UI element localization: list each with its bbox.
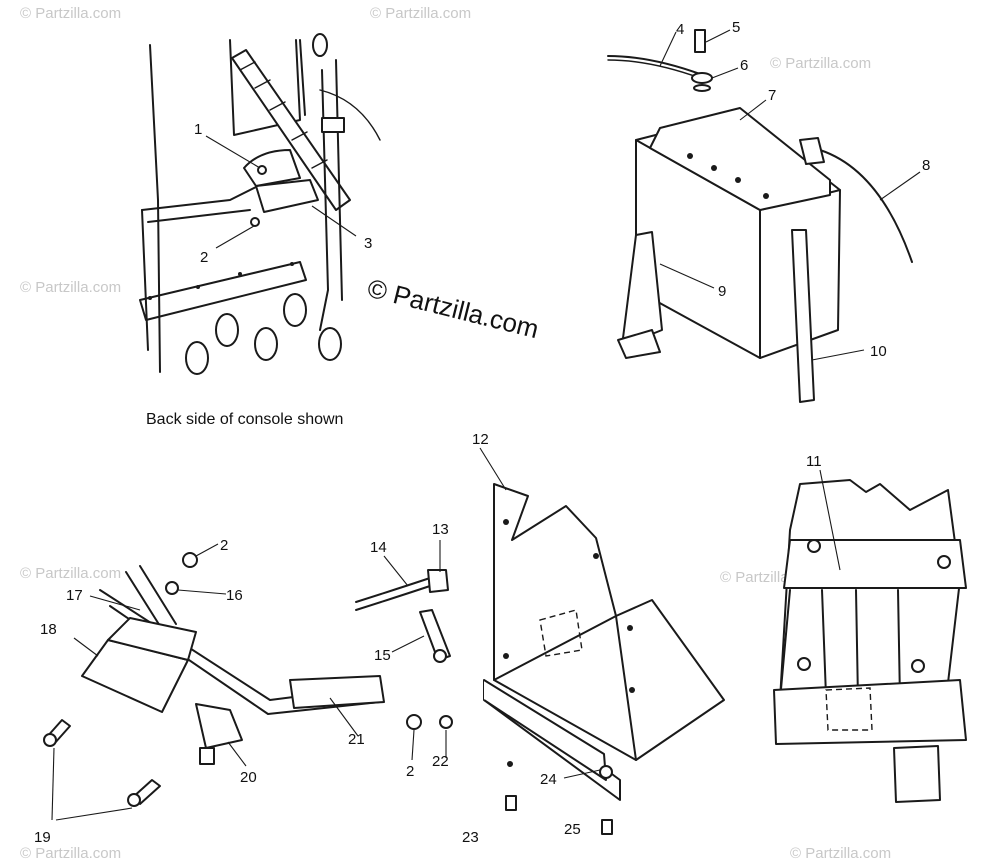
watermark-faint: © Partzilla.com xyxy=(20,565,121,582)
callout-20: 20 xyxy=(240,769,257,786)
callout-2: 2 xyxy=(220,537,228,554)
callout-7: 7 xyxy=(768,87,776,104)
callout-14: 14 xyxy=(370,539,387,556)
callout-6: 6 xyxy=(740,57,748,74)
watermark-faint: © Partzilla.com xyxy=(20,845,121,862)
faint-watermarks: © Partzilla.com © Partzilla.com © Partzi… xyxy=(20,5,891,862)
watermark-faint: © Partzilla.com xyxy=(770,55,871,72)
callout-15: 15 xyxy=(374,647,391,664)
callout-16: 16 xyxy=(226,587,243,604)
callout-9: 9 xyxy=(718,283,726,300)
callout-4: 4 xyxy=(676,21,684,38)
battery-bracket xyxy=(355,483,725,835)
callout-22: 22 xyxy=(432,753,449,770)
console-assembly xyxy=(139,33,381,375)
callout-18: 18 xyxy=(40,621,57,638)
callout-1: 1 xyxy=(194,121,202,138)
callout-13: 13 xyxy=(432,521,449,538)
watermark-faint: © Partzilla.com xyxy=(370,5,471,22)
callout-2: 2 xyxy=(406,763,414,780)
callout-21: 21 xyxy=(348,731,365,748)
callout-24: 24 xyxy=(540,771,557,788)
callout-19: 19 xyxy=(34,829,51,846)
relay-assembly xyxy=(43,552,385,807)
callout-3: 3 xyxy=(364,235,372,252)
callout-23: 23 xyxy=(462,829,479,846)
callout-8: 8 xyxy=(922,157,930,174)
callouts: 1 2 3 4 5 6 7 8 9 10 11 12 13 14 15 16 1… xyxy=(34,19,930,846)
watermark-main: © Partzilla.com xyxy=(365,273,542,344)
callout-5: 5 xyxy=(732,19,740,36)
battery-assembly xyxy=(607,29,913,403)
callout-12: 12 xyxy=(472,431,489,448)
callout-17: 17 xyxy=(66,587,83,604)
watermark-faint: © Partzilla.com xyxy=(790,845,891,862)
watermark-faint: © Partzilla.com xyxy=(20,5,121,22)
battery-box xyxy=(773,479,967,803)
callout-10: 10 xyxy=(870,343,887,360)
callout-2: 2 xyxy=(200,249,208,266)
callout-25: 25 xyxy=(564,821,581,838)
diagram-caption: Back side of console shown xyxy=(146,411,343,428)
watermark-faint: © Partzilla.com xyxy=(20,279,121,296)
callout-11: 11 xyxy=(806,453,822,470)
leader-lines xyxy=(51,29,921,821)
